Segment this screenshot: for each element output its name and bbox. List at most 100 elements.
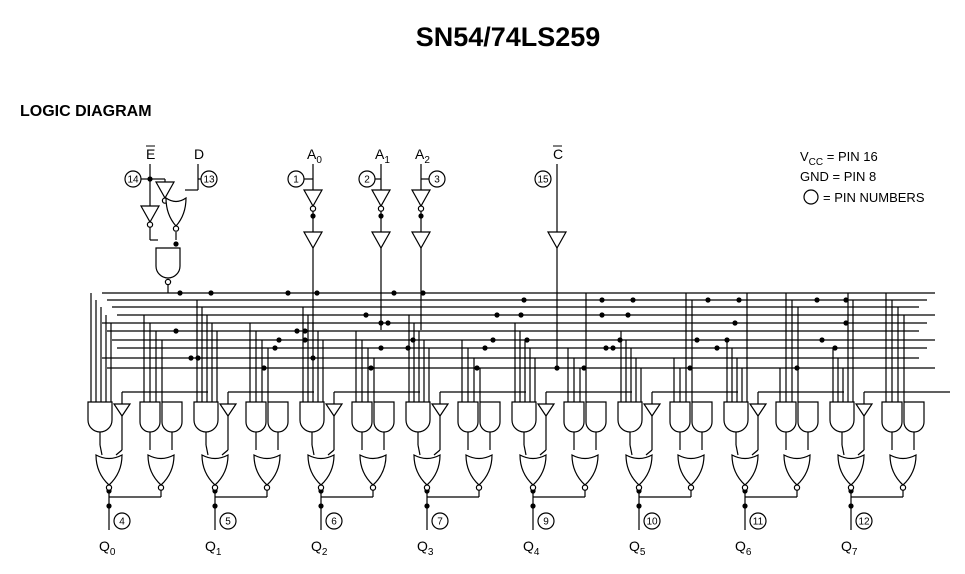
- inversion-bubble: [423, 484, 431, 491]
- inversion-bubble: [417, 205, 425, 212]
- inversion-bubble: [899, 484, 907, 491]
- junction-dot: [705, 297, 711, 303]
- input-label-c: C: [553, 146, 563, 162]
- wire: [523, 444, 527, 456]
- junction-dot: [195, 355, 201, 361]
- junction-dot: [212, 503, 218, 509]
- and-gate: [299, 401, 325, 433]
- buffer-gate: [410, 189, 432, 208]
- junction-dot: [599, 312, 605, 318]
- output-label-q1: Q1: [205, 538, 222, 558]
- wire: [221, 449, 229, 456]
- junction-dot: [482, 345, 488, 351]
- inversion-bubble: [309, 205, 317, 212]
- junction-dot: [363, 312, 369, 318]
- buffer-gate: [218, 403, 238, 418]
- junction-dot: [742, 503, 748, 509]
- and-gate: [563, 401, 585, 433]
- junction-dot: [814, 297, 820, 303]
- and-gate: [155, 247, 181, 279]
- buffer-gate: [748, 403, 768, 418]
- inversion-bubble: [211, 484, 219, 491]
- or-gate: [95, 453, 123, 486]
- junction-dot: [819, 337, 825, 343]
- junction-dot: [490, 337, 496, 343]
- output-label-q3: Q3: [417, 538, 434, 558]
- junction-dot: [714, 345, 720, 351]
- legend-vcc-sub: CC: [809, 157, 823, 168]
- legend-vcc-main: V: [800, 149, 809, 164]
- pin-number: 11: [753, 517, 764, 528]
- buffer-gate: [430, 403, 450, 418]
- and-gate: [797, 401, 819, 433]
- pin-number: 6: [331, 517, 337, 528]
- pin-q7: 12: [855, 512, 873, 530]
- junction-dot: [378, 320, 384, 326]
- junction-dot: [314, 290, 320, 296]
- or-gate: [571, 453, 599, 486]
- and-gate: [267, 401, 289, 433]
- and-gate: [585, 401, 607, 433]
- pin-circle: [537, 512, 555, 530]
- inversion-bubble: [529, 484, 537, 491]
- or-gate: [307, 453, 335, 486]
- junction-dot: [687, 365, 693, 371]
- junction-dot: [294, 328, 300, 334]
- pin-number: 9: [543, 517, 549, 528]
- legend-pin-circle: [803, 189, 819, 205]
- junction-dot: [378, 345, 384, 351]
- and-gate: [903, 401, 925, 433]
- buffer-gate: [410, 231, 432, 250]
- pin-q1: 5: [219, 512, 237, 530]
- or-gate: [165, 196, 187, 227]
- page-title: SN54/74LS259: [415, 22, 601, 52]
- junction-dot: [617, 337, 623, 343]
- buffer-gate: [642, 403, 662, 418]
- wire: [327, 449, 335, 456]
- wire: [735, 444, 739, 456]
- pin-d: 13: [200, 170, 218, 188]
- wire: [841, 444, 845, 456]
- junction-dot: [424, 503, 430, 509]
- junction-dot: [405, 345, 411, 351]
- pin-a2: 3: [428, 170, 446, 188]
- input-label-d: D: [194, 146, 204, 162]
- and-gate: [139, 401, 161, 433]
- junction-dot: [610, 345, 616, 351]
- pin-circle: [219, 512, 237, 530]
- pin-circle: [200, 170, 218, 188]
- junction-dot: [261, 365, 267, 371]
- buffer-gate: [154, 181, 176, 200]
- or-gate: [677, 453, 705, 486]
- inversion-bubble: [741, 484, 749, 491]
- junction-dot: [410, 337, 416, 343]
- inversion-bubble: [847, 484, 855, 491]
- pin-circle: [534, 170, 552, 188]
- pin-circle: [428, 170, 446, 188]
- junction-dot: [694, 337, 700, 343]
- junction-dot: [302, 337, 308, 343]
- pin-number: 7: [437, 517, 443, 528]
- wire: [417, 444, 421, 456]
- legend-vcc-rest: = PIN 16: [823, 149, 878, 164]
- or-gate: [837, 453, 865, 486]
- junction-dot: [173, 328, 179, 334]
- inversion-bubble: [172, 225, 180, 232]
- pin-circle: [643, 512, 661, 530]
- junction-dot: [318, 503, 324, 509]
- inversion-bubble: [146, 221, 154, 228]
- and-gate: [723, 401, 749, 433]
- or-gate: [889, 453, 917, 486]
- inversion-bubble: [793, 484, 801, 491]
- junction-dot: [368, 365, 374, 371]
- junction-dot: [272, 345, 278, 351]
- buffer-gate: [546, 231, 568, 250]
- pin-q5: 10: [643, 512, 661, 530]
- junction-dot: [554, 365, 560, 371]
- pin-number: 15: [537, 175, 549, 186]
- section-title: LOGIC DIAGRAM: [20, 103, 152, 120]
- junction-dot: [794, 365, 800, 371]
- junction-dot: [276, 337, 282, 343]
- pin-circle: [113, 512, 131, 530]
- input-label-a1: A1: [375, 146, 390, 166]
